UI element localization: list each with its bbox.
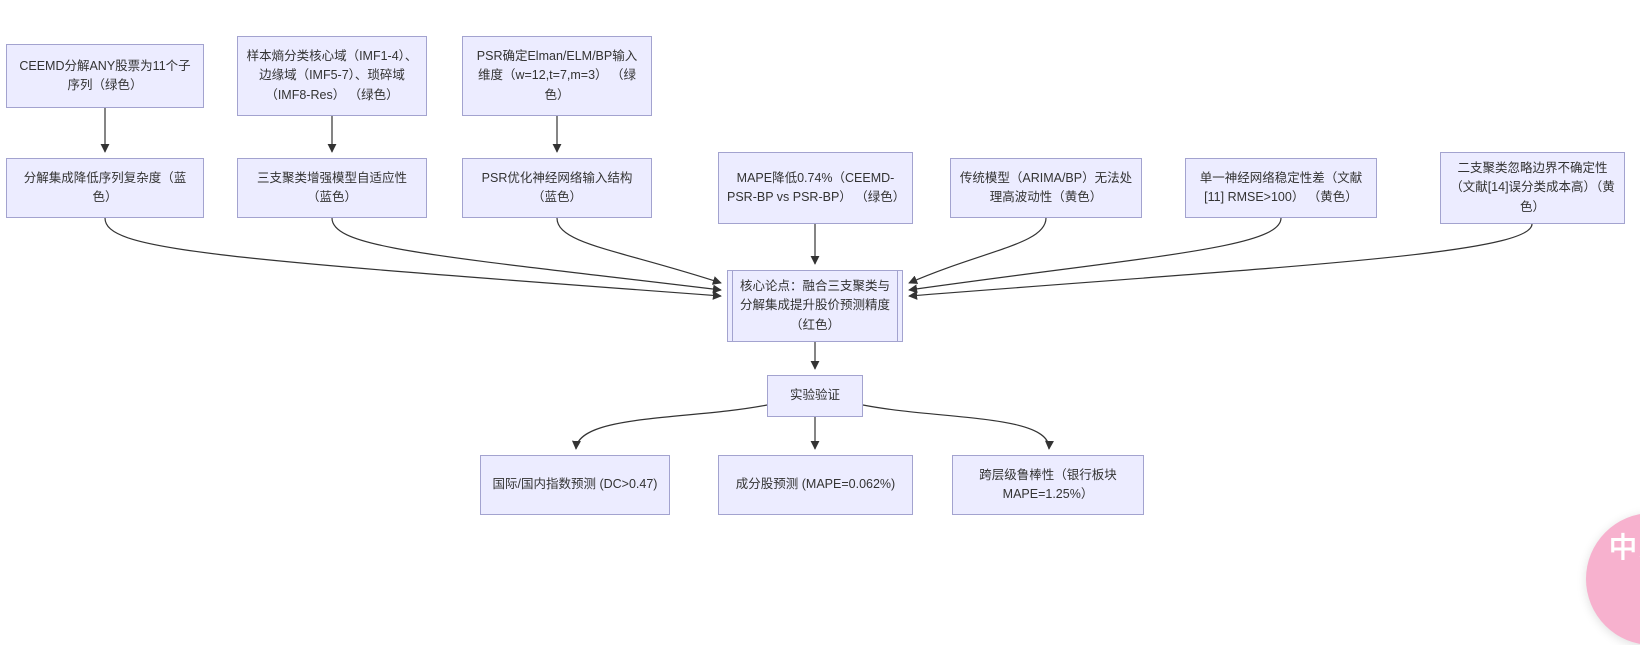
node-psr-optimization: PSR优化神经网络输入结构（蓝色） [462,158,652,218]
node-two-way-clustering-limit: 二支聚类忽略边界不确定性（文献[14]误分类成本高）（黄色） [1440,152,1625,224]
edges-layer [100,108,1533,450]
node-sample-entropy: 样本熵分类核心域（IMF1-4）、边缘域（IMF5-7）、琐碎域（IMF8-Re… [237,36,427,116]
node-cross-level-robustness: 跨层级鲁棒性（银行板块 MAPE=1.25%） [952,455,1144,515]
node-component-stock-prediction: 成分股预测 (MAPE=0.062%) [718,455,913,515]
node-decomposition-ensemble: 分解集成降低序列复杂度（蓝色） [6,158,204,218]
node-index-prediction: 国际/国内指数预测 (DC>0.47) [480,455,670,515]
node-traditional-model-limit: 传统模型（ARIMA/BP）无法处理高波动性（黄色） [950,158,1142,218]
node-mape-reduction: MAPE降低0.74%（CEEMD-PSR-BP vs PSR-BP） （绿色） [718,152,913,224]
edge-arima-to-core [908,217,1047,284]
node-ceemd-decompose: CEEMD分解ANY股票为11个子序列（绿色） [6,44,204,108]
edge-decomp-to-core [104,217,722,300]
edge-threeway-to-core [331,217,722,294]
node-psr-input-dimension: PSR确定Elman/ELM/BP输入维度（w=12,t=7,m=3） （绿色） [462,36,652,116]
node-core-thesis: 核心论点：融合三支聚类与分解集成提升股价预测精度（红色） [727,270,903,342]
translate-icon: 中A [1609,532,1640,563]
edge-experiment-to-index [571,404,768,450]
edge-twoway-to-core [908,223,1533,300]
node-three-way-clustering: 三支聚类增强模型自适应性（蓝色） [237,158,427,218]
edge-psropt-to-core [556,217,722,285]
node-experiment-validation: 实验验证 [767,375,863,417]
node-single-nn-instability: 单一神经网络稳定性差（文献[11] RMSE>100） （黄色） [1185,158,1377,218]
edge-singlenn-to-core [908,217,1282,294]
edge-experiment-to-robust [862,404,1054,450]
